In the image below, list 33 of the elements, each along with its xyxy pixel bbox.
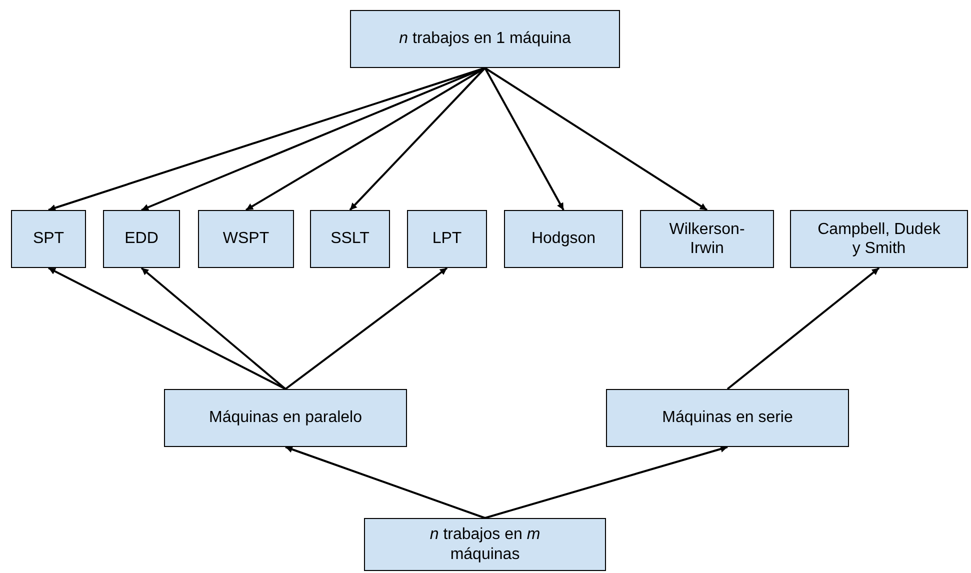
arrow	[484, 67, 708, 211]
process-box	[11, 210, 86, 268]
box-label: SSLT	[330, 229, 370, 249]
box-label: EDD	[124, 229, 158, 249]
process-box	[364, 518, 606, 571]
process-box	[640, 210, 774, 268]
box-label: Hodgson	[531, 229, 596, 249]
arrow	[285, 446, 486, 519]
box-label: Máquinas en serie	[662, 408, 793, 428]
box-label: WSPT	[222, 229, 270, 249]
process-box	[504, 210, 623, 268]
process-box	[407, 210, 487, 268]
arrow	[284, 267, 448, 390]
arrow	[484, 68, 564, 210]
process-box	[103, 210, 180, 268]
box-label: Campbell, Dudek y Smith	[816, 220, 942, 258]
arrow	[48, 267, 286, 390]
process-box	[310, 210, 390, 268]
arrow	[484, 446, 728, 519]
box-label: Wilkerson-Irwin	[668, 220, 746, 258]
arrow	[140, 267, 286, 390]
box-label: SPT	[32, 229, 64, 249]
arrow	[726, 267, 880, 390]
box-label: Máquinas en paralelo	[209, 408, 362, 428]
process-box	[790, 210, 968, 268]
process-box	[164, 389, 407, 447]
process-box	[350, 10, 620, 68]
box-label: n trabajos en m máquinas	[428, 525, 542, 564]
process-box	[198, 210, 294, 268]
process-box	[606, 389, 849, 447]
box-label: LPT	[432, 229, 462, 249]
box-label: n trabajos en 1 máquina	[399, 29, 571, 49]
arrow	[349, 67, 486, 211]
